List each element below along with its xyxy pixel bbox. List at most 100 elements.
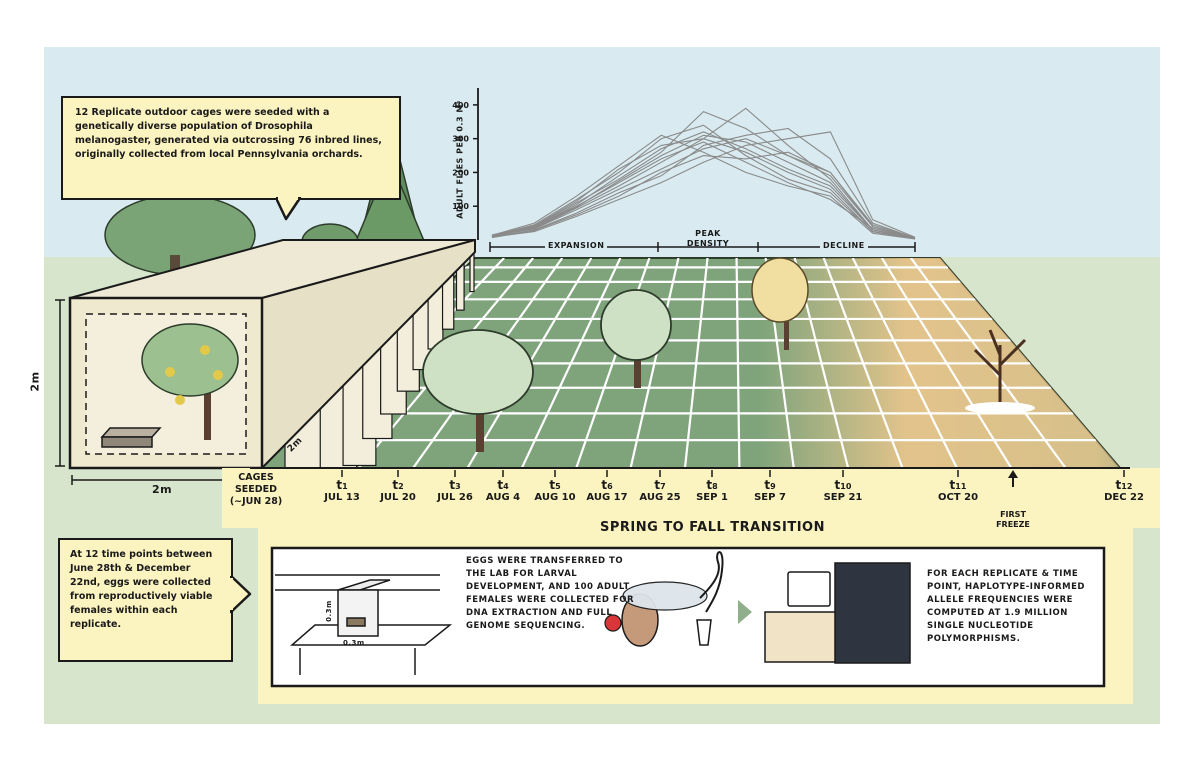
timeline-point-date: Sep 21	[823, 492, 863, 503]
timeline-point: t5Aug 10	[525, 478, 585, 503]
timeline-point-t: t	[336, 478, 343, 492]
timeline-point-date: Jul 26	[437, 492, 473, 503]
timeline-point: t8Sep 1	[682, 478, 742, 503]
chart-y-tick-label: 400	[452, 101, 469, 110]
food-tray	[100, 427, 162, 448]
top-callout: 12 Replicate outdoor cages were seeded w…	[61, 96, 401, 200]
timeline-point: t2Jul 20	[368, 478, 428, 503]
tree-autumn	[751, 257, 809, 350]
timeline-ticks	[341, 470, 1125, 477]
bottom-callout-text: At 12 time points between June 28th & De…	[70, 549, 213, 630]
chart-series-line	[491, 131, 916, 238]
front-cage	[68, 238, 476, 471]
timeline-point-index: t7	[630, 478, 690, 492]
timeline-point-index: t1	[312, 478, 372, 492]
chart-series-line	[491, 127, 916, 239]
timeline-point-t: t	[1115, 478, 1122, 492]
timeline-point: t12Dec 22	[1094, 478, 1154, 503]
timeline-point-sub: 7	[660, 482, 666, 491]
timeline-point-index: t2	[368, 478, 428, 492]
timeline-point-date: Aug 4	[485, 492, 521, 503]
timeline-point-t: t	[654, 478, 661, 492]
timeline-point-sub: 5	[555, 482, 561, 491]
timeline-point-date: Sep 7	[754, 492, 786, 503]
timeline-point: t9Sep 7	[740, 478, 800, 503]
timeline-point-sub: 3	[455, 482, 461, 491]
snow-patch	[965, 402, 1035, 414]
timeline-point-index: t9	[740, 478, 800, 492]
timeline-point-index: t12	[1094, 478, 1154, 492]
timeline-point-index: t6	[577, 478, 637, 492]
chart-ylabel: Adult flies per 0.3 m³	[455, 100, 465, 219]
season-label: Spring to fall transition	[600, 520, 825, 535]
process-arrow	[738, 600, 752, 624]
timeline-point-index: t3	[425, 478, 485, 492]
timeline-point-t: t	[449, 478, 456, 492]
timeline-point: t1Jul 13	[312, 478, 372, 503]
dna-strand	[699, 551, 724, 613]
timeline-point: t7Aug 25	[630, 478, 690, 503]
timeline-point-sub: 11	[955, 482, 967, 491]
lab-cage-box	[337, 579, 391, 637]
timeline-point-index: t4	[473, 478, 533, 492]
timeline-point: t4Aug 4	[473, 478, 533, 503]
chart-series-line	[491, 138, 916, 239]
timeline-point-t: t	[601, 478, 608, 492]
chart-series-line	[491, 124, 916, 240]
timeline-point: t11Oct 20	[928, 478, 988, 503]
chart-series-line	[491, 134, 916, 240]
timeline-point-t: t	[834, 478, 841, 492]
eggs-text: Eggs were transferred to the lab for lar…	[466, 556, 634, 631]
timeline-point-t: t	[949, 478, 956, 492]
timeline-point: t6Aug 17	[577, 478, 637, 503]
timeline-point-date: Sep 1	[696, 492, 728, 503]
timeline-start-label: Cages seeded (~Jun 28)	[229, 472, 283, 507]
timeline-point-date: Aug 10	[534, 492, 576, 503]
lab-panel-inner	[270, 546, 1106, 688]
cage-width-label: 2m	[152, 483, 173, 496]
timeline-point-sub: 1	[342, 482, 348, 491]
sample-tube	[696, 619, 712, 646]
timeline-point-date: Jul 20	[380, 492, 416, 503]
timeline-point-sub: 2	[398, 482, 404, 491]
cage-height-label: 2m	[28, 371, 42, 392]
timeline-point-index: t10	[813, 478, 873, 492]
timeline-point-index: t5	[525, 478, 585, 492]
timeline-point-t: t	[706, 478, 713, 492]
chart-y-tick-label: 300	[452, 135, 469, 144]
timeline-point-date: Dec 22	[1104, 492, 1144, 503]
timeline-point-t: t	[764, 478, 771, 492]
timeline-point-date: Aug 25	[639, 492, 681, 503]
timeline-point-sub: 12	[1121, 482, 1133, 491]
timeline-point-sub: 8	[712, 482, 718, 491]
allele-text: For each replicate & time point, haploty…	[927, 569, 1085, 644]
chart-series-line	[491, 138, 916, 240]
bottom-callout: At 12 time points between June 28th & De…	[58, 538, 233, 662]
chart-series-line	[491, 141, 916, 239]
chart-series-line	[491, 131, 916, 240]
freeze-arrowhead	[1008, 470, 1018, 478]
timeline-point-date: Oct 20	[937, 492, 979, 503]
timeline-point-index: t8	[682, 478, 742, 492]
timeline-point-sub: 6	[607, 482, 613, 491]
sequencer-machine	[764, 562, 911, 664]
lab-box-side-label: 0.3m	[324, 600, 333, 622]
timeline-point-t: t	[497, 478, 504, 492]
lab-box-bottom-label: 0.3m	[343, 639, 365, 647]
fruit-fly-illustration	[604, 581, 708, 647]
chart-y-tick-label: 100	[452, 202, 469, 211]
timeline-point: t3Jul 26	[425, 478, 485, 503]
phase-decline-label: Decline	[820, 241, 868, 250]
tree-summer-peak	[600, 289, 672, 388]
timeline-point-index: t11	[928, 478, 988, 492]
tree-winter-bare	[973, 329, 1027, 405]
tree-summer-small	[422, 329, 534, 452]
phase-expansion-label: Expansion	[545, 241, 608, 250]
timeline-point-sub: 10	[840, 482, 852, 491]
top-callout-pointer	[276, 197, 302, 221]
timeline-point-date: Jul 13	[324, 492, 360, 503]
timeline-point-t: t	[392, 478, 399, 492]
timeline-point-sub: 4	[503, 482, 509, 491]
